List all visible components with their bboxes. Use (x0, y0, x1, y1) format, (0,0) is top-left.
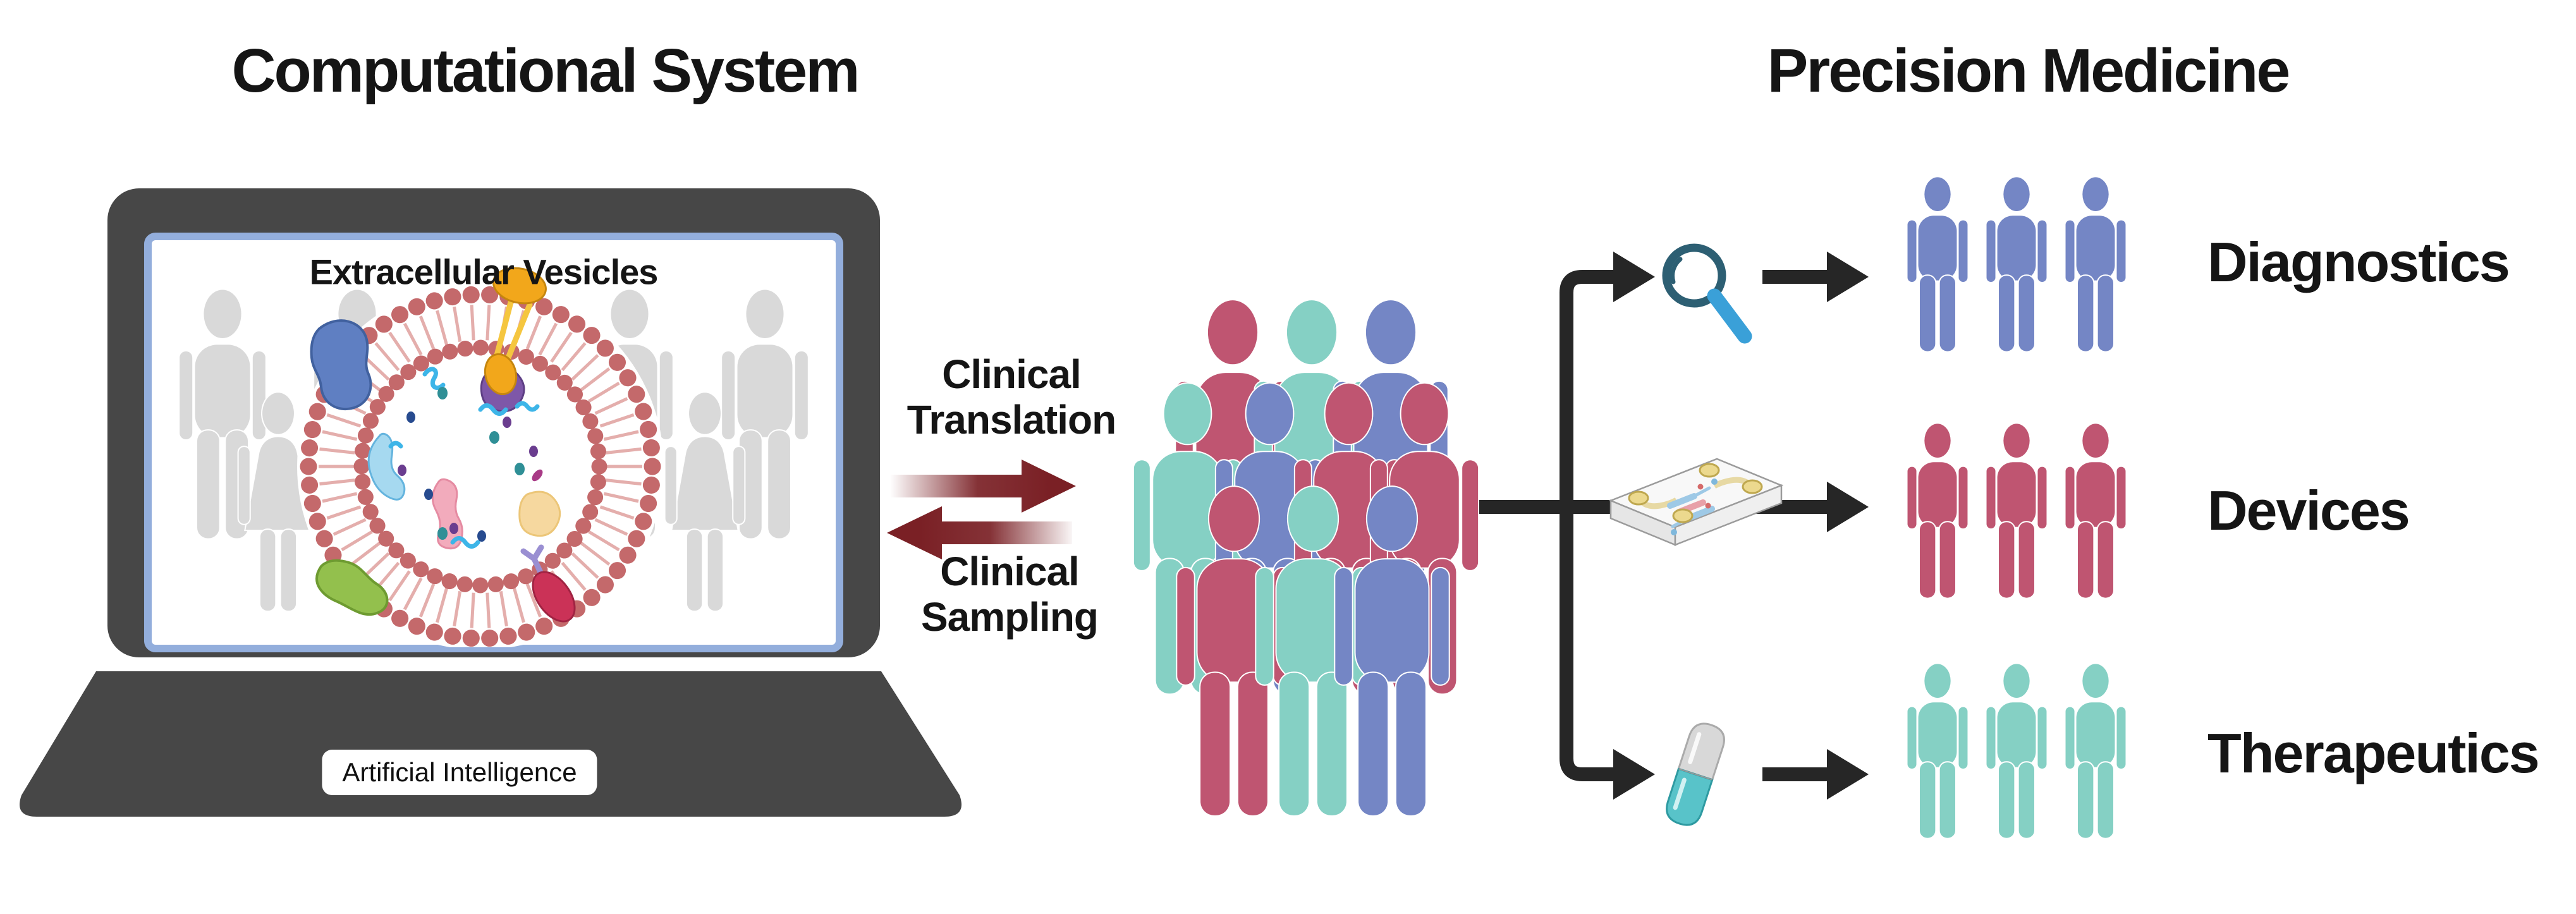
laptop-base (20, 671, 961, 817)
clinical-translation-arrow (890, 460, 1076, 513)
mirna-squiggles (388, 367, 540, 549)
clinical-translation-line1: Clinical (942, 351, 1082, 397)
people-group-diagnostics (1908, 177, 2126, 351)
section-title-precision-medicine: Precision Medicine (1767, 36, 2291, 105)
connector-arrowheads (1613, 252, 1869, 800)
clinical-translation-label: Clinical Translation (907, 351, 1116, 442)
protein-blob-tan (518, 491, 561, 537)
person-figure (2066, 423, 2126, 597)
people-group-therapeutics (1908, 664, 2126, 838)
membrane-protein-crimson (520, 544, 576, 623)
branch-label-diagnostics: Diagnostics (2207, 231, 2510, 293)
protein-blob-lightblue (367, 432, 406, 501)
membrane-protein-orange (484, 267, 547, 396)
cargo-dots-navy (406, 411, 486, 542)
lipid-bilayer-outer-heads (300, 286, 661, 647)
person-figure (1987, 423, 2047, 597)
person-figure (1987, 664, 2047, 838)
person-figure (1908, 664, 1968, 838)
connector-split (1560, 270, 1613, 781)
person-figure (1908, 423, 1968, 597)
person-figure (1987, 177, 2047, 351)
laptop-screen-content (180, 267, 808, 647)
membrane-protein-green (315, 559, 389, 616)
lipid-bilayer-inner-heads (353, 339, 607, 594)
people-group-devices (1908, 423, 2126, 597)
membrane-protein-blue (310, 319, 372, 411)
cargo-dots-teal (437, 387, 525, 540)
branch-label-devices: Devices (2207, 479, 2410, 542)
outcome-people-groups (1908, 177, 2126, 838)
section-title-computational-system: Computational System (231, 36, 860, 105)
organ-on-chip-icon (1608, 458, 1784, 546)
chip-ports (1628, 463, 1763, 535)
pill-capsule-icon (1666, 722, 1725, 826)
cargo-dot-magenta (532, 469, 543, 482)
clinical-translation-line2: Translation (906, 397, 1116, 442)
person-figure (1908, 177, 1968, 351)
clinical-sampling-line2: Sampling (920, 594, 1099, 640)
screen-title-extracellular-vesicles: Extracellular Vesicles (309, 252, 659, 292)
laptop (20, 188, 961, 817)
magnifying-glass-icon (1662, 243, 1752, 344)
branch-label-therapeutics: Therapeutics (2207, 722, 2540, 784)
artificial-intelligence-badge: Artificial Intelligence (322, 750, 597, 795)
person-figure (2066, 664, 2126, 838)
cargo-dots-violet (398, 417, 538, 534)
clinical-sampling-arrow (887, 506, 1072, 559)
clinical-sampling-line1: Clinical (940, 549, 1080, 594)
lipid-bilayer-tails (319, 305, 642, 628)
vesicle-illustration (297, 267, 664, 647)
patient-crowd (1134, 300, 1478, 815)
clinical-sampling-label: Clinical Sampling (920, 549, 1099, 640)
person-figure (2066, 177, 2126, 351)
